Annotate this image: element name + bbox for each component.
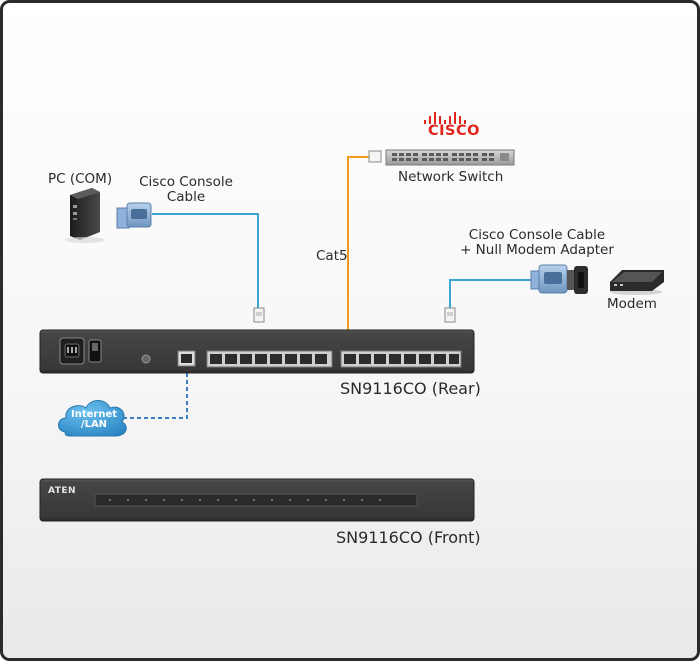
serial-port-bank-2: [340, 350, 462, 368]
null-modem-adapter-icon: [530, 264, 588, 294]
serial-port-bank-1: [206, 350, 333, 368]
rj45-plug-icon: [368, 150, 382, 163]
rear-device-label: SN9116CO (Rear): [340, 379, 481, 398]
console-cable-label-line1: Cisco Console: [139, 174, 233, 190]
null-modem-cable-label-line2: + Null Modem Adapter: [460, 242, 614, 258]
cisco-brand-label: CISCO: [428, 123, 480, 139]
cloud-icon: [58, 400, 127, 437]
null-modem-cable-label: Cisco Console Cable + Null Modem Adapter: [444, 228, 630, 258]
lan-dashed-cable: [116, 366, 188, 419]
modem-icon: [610, 270, 664, 295]
pc-label: PC (COM): [48, 171, 113, 187]
network-switch-icon: [385, 149, 515, 166]
sn9116co-rear-device: [39, 329, 475, 374]
power-inlet-icon: [59, 337, 85, 365]
modem-label: Modem: [607, 296, 657, 312]
cisco-logo-icon: [424, 112, 466, 124]
ground-screw-icon: [141, 354, 151, 364]
sn9116co-front-device: [39, 478, 475, 522]
network-switch-label: Network Switch: [398, 169, 504, 185]
aten-logo: ATEN: [48, 486, 77, 496]
console-cable-label-line2: Cable: [166, 189, 206, 205]
cat5-label: Cat5: [316, 248, 348, 264]
ethernet-port-icon: [177, 350, 196, 367]
rj45-plug-icon: [444, 307, 456, 323]
null-modem-cable-label-line1: Cisco Console Cable: [468, 227, 606, 243]
console-cable-pc: [152, 213, 259, 308]
console-cable-modem: [449, 279, 533, 308]
cloud-label-line2: /LAN: [80, 419, 108, 430]
cat5-cable: [347, 156, 369, 354]
rj45-plug-icon: [253, 307, 265, 323]
cloud-label: Internet /LAN: [66, 410, 122, 430]
pc-tower-icon: [65, 188, 105, 243]
db9-connector-icon: [116, 202, 152, 229]
cloud-label-line1: Internet: [70, 409, 117, 420]
console-cable-label: Cisco Console Cable: [130, 175, 242, 205]
power-switch-icon: [88, 339, 102, 363]
front-device-label: SN9116CO (Front): [336, 528, 481, 547]
